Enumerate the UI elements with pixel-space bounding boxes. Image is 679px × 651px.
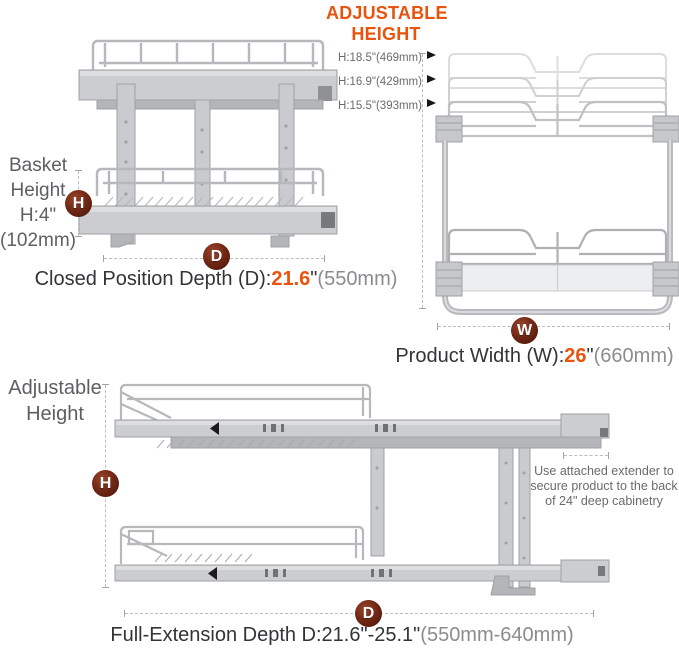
basket-height-label: Basket Height H:4" (102mm) — [0, 153, 76, 253]
width-dim-line — [437, 323, 670, 330]
closed-depth-unit: " — [310, 268, 318, 290]
ghost-basket-positions — [447, 53, 668, 138]
height-arrow-icon — [427, 75, 436, 83]
adjustable-title-line2: Height — [26, 403, 84, 425]
upper-basket-wire — [119, 383, 372, 430]
closed-bottom-basket-wire — [95, 167, 325, 196]
upper-slide-rail — [114, 413, 610, 449]
width-suffix: (660mm) — [593, 345, 674, 367]
upper-brackets — [435, 115, 679, 143]
front-view-illustration — [435, 53, 679, 315]
height-badge-extended-letter: H — [99, 474, 112, 492]
depth-badge-extended: D — [355, 600, 382, 627]
extended-unit-illustration — [114, 383, 610, 596]
closed-top-basket-wire — [91, 39, 325, 70]
extended-depth-caption: Full-Extension Depth D:21.6"-25.1"(550mm… — [32, 624, 652, 647]
closed-depth-prefix: Closed Position Depth (D): — [34, 268, 272, 290]
width-unit: " — [586, 345, 594, 367]
height-badge-letter: H — [72, 194, 85, 212]
height-badge-extended: H — [92, 470, 119, 497]
adjustable-height-heading: ADJUSTABLE HEIGHT — [326, 3, 448, 45]
width-badge: W — [511, 317, 538, 344]
lower-brackets — [435, 261, 679, 297]
closed-depth-suffix: (550mm) — [317, 268, 398, 290]
basket-height-line4: (102mm) — [0, 230, 77, 251]
heading-line2: HEIGHT — [351, 24, 421, 44]
height-arrow-icon — [427, 51, 436, 59]
note-line2: secure product to the back — [530, 479, 678, 493]
extended-depth-prefix: Full-Extension Depth D:21.6"-25.1" — [110, 624, 421, 646]
basket-height-line1: Basket — [8, 155, 68, 176]
note-line1: Use attached extender to — [534, 464, 674, 478]
foot — [490, 575, 536, 596]
closed-feet — [110, 233, 290, 248]
lower-basket-wire — [447, 228, 668, 266]
closed-depth-caption: Closed Position Depth (D):21.6"(550mm) — [21, 268, 411, 291]
height-option-3: H:15.5"(393mm) — [338, 100, 422, 112]
width-value: 26 — [564, 345, 587, 367]
closed-depth-value: 21.6 — [271, 268, 311, 290]
frame — [442, 140, 673, 315]
adjustable-height-dim-line — [419, 53, 426, 309]
lower-basket-wire — [119, 525, 365, 564]
adjustable-height-title: Adjustable Height — [0, 375, 110, 427]
extender-note: Use attached extender to secure product … — [521, 464, 679, 509]
extender-dim-line — [563, 452, 609, 459]
width-caption: Product Width (W):26"(660mm) — [390, 345, 679, 368]
height-options-list: H:18.5"(469mm) H:16.9"(429mm) H:15.5"(39… — [338, 46, 422, 118]
height-arrow-icon — [427, 99, 436, 107]
closed-unit-illustration — [78, 39, 338, 248]
height-option-2: H:16.9"(429mm) — [338, 76, 422, 88]
depth-badge-closed: D — [203, 243, 230, 270]
adjustable-title-line1: Adjustable — [8, 377, 102, 399]
closed-mesh — [104, 196, 304, 207]
lower-slide-rail — [114, 559, 610, 583]
height-badge: H — [65, 190, 92, 217]
basket-height-line3: H:4" — [19, 205, 57, 226]
basket-height-line2: Height — [10, 180, 66, 201]
heading-line1: ADJUSTABLE — [326, 3, 448, 23]
width-prefix: Product Width (W): — [395, 345, 565, 367]
depth-badge-extended-letter: D — [362, 604, 375, 622]
closed-bottom-slide-rail — [78, 205, 338, 235]
width-badge-letter: W — [516, 321, 533, 339]
extended-depth-suffix: (550mm-640mm) — [420, 624, 574, 646]
height-option-1: H:18.5"(469mm) — [338, 52, 422, 64]
depth-badge-closed-letter: D — [210, 247, 223, 265]
note-line3: of 24" deep cabinetry — [545, 494, 663, 508]
